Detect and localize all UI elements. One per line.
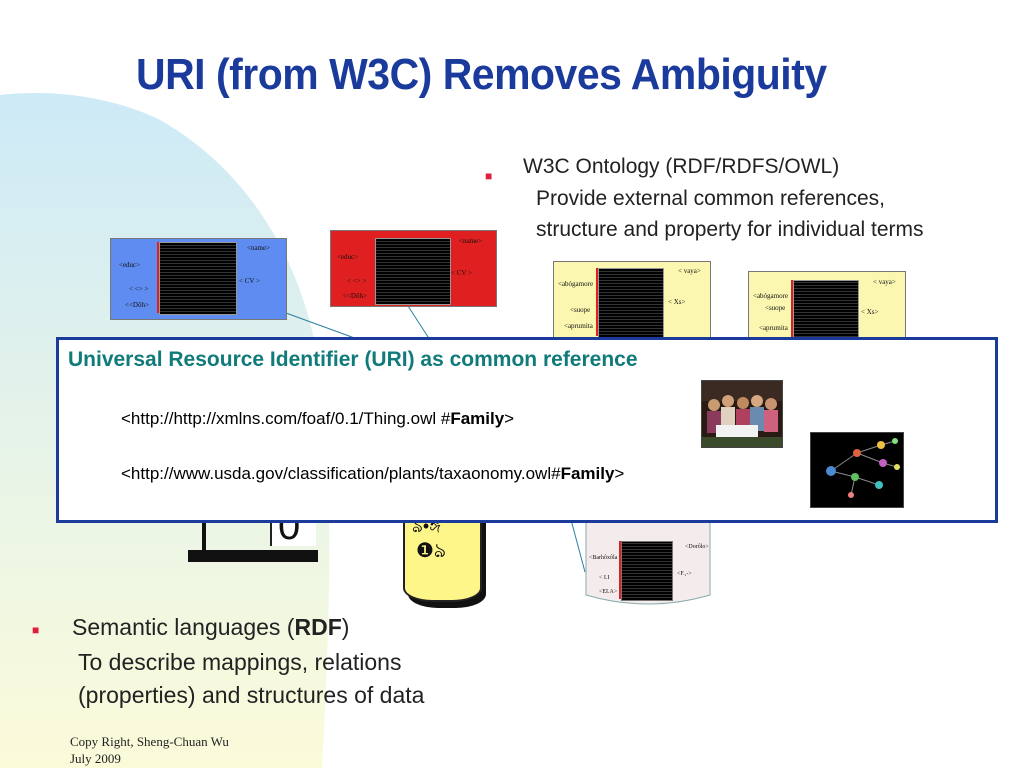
yellow-xml-document: < vaya> <abógamore < Xs> <suope <aprumit… bbox=[748, 271, 906, 341]
uri-text: > bbox=[614, 464, 625, 483]
bullet-marker: ■ bbox=[32, 623, 40, 637]
uri-foaf-family: <http://http://xmlns.com/foaf/0.1/Thing.… bbox=[121, 409, 514, 429]
doc-tag: <<Dôh> bbox=[343, 292, 367, 300]
bullet-text: Semantic languages ( bbox=[72, 614, 295, 640]
slide-title: URI (from W3C) Removes Ambiguity bbox=[136, 50, 827, 99]
copyright-line: Copy Right, Sheng-Chuan Wu bbox=[70, 734, 229, 749]
doc-tag: <educ> bbox=[337, 253, 359, 261]
doc-tag: <Dorôlo> bbox=[685, 544, 709, 550]
bullet-marker: ■ bbox=[485, 169, 493, 183]
doc-tag: <abógamore bbox=[753, 292, 789, 300]
yellow-xml-document: < vaya> <abógamore < Xs> <suope <aprumit… bbox=[553, 261, 711, 339]
rdf-term: RDF bbox=[294, 614, 342, 640]
ontology-bullet-line3: structure and property for individual te… bbox=[536, 218, 924, 241]
family-photo bbox=[701, 380, 783, 448]
semantic-bullet-line3: (properties) and structures of data bbox=[78, 682, 425, 708]
uri-term: Family bbox=[450, 409, 505, 428]
semantic-bullet-line1: Semantic languages (RDF) bbox=[72, 614, 349, 641]
doc-tag: <abógamore bbox=[558, 280, 594, 288]
ontology-bullet: ■ W3C Ontology (RDF/RDFS/OWL) Provide ex… bbox=[485, 152, 1005, 252]
uri-text: > bbox=[504, 409, 515, 428]
cylinder-text-line2: ❶ঌ bbox=[416, 540, 446, 562]
doc-tag: < Xs> bbox=[668, 298, 686, 306]
doc-tag: <<Dôh> bbox=[125, 301, 149, 309]
doc-tag: < vaya> bbox=[678, 267, 701, 275]
date-line: July 2009 bbox=[70, 751, 121, 766]
doc-tag: <suope bbox=[765, 304, 786, 312]
bullet-text: ) bbox=[341, 614, 350, 640]
doc-tag: <F.,-> bbox=[677, 571, 692, 577]
doc-tag: <suope bbox=[570, 306, 591, 314]
uri-text: <http://http://xmlns.com/foaf/0.1/Thing.… bbox=[121, 409, 451, 428]
doc-tag: <aprumita bbox=[564, 322, 593, 330]
semantic-bullet-line2: To describe mappings, relations bbox=[78, 649, 402, 675]
ontology-bullet-line2: Provide external common references, bbox=[536, 187, 885, 210]
doc-tag: <Barhôxôla bbox=[589, 555, 618, 561]
uri-callout-box: Universal Resource Identifier (URI) as c… bbox=[56, 337, 998, 523]
doc-tag: <aprumita bbox=[759, 324, 788, 332]
ontology-bullet-line1: W3C Ontology (RDF/RDFS/OWL) bbox=[523, 155, 840, 178]
uri-term: Family bbox=[560, 464, 615, 483]
doc-tag: <name> bbox=[247, 244, 271, 252]
uri-text: <http://www.usda.gov/classification/plan… bbox=[121, 464, 561, 483]
computer-icon: 0 bbox=[188, 506, 330, 564]
red-xml-document: <name> <educ> < CV > < <> > <<Dôh> bbox=[330, 230, 497, 307]
uri-usda-family: <http://www.usda.gov/classification/plan… bbox=[121, 464, 624, 484]
doc-tag: < Xs> bbox=[861, 308, 879, 316]
semantic-languages-bullet: ■ Semantic languages (RDF) To describe m… bbox=[32, 614, 532, 714]
doc-tag: <name> bbox=[459, 237, 483, 245]
doc-tag: <EI.A> bbox=[599, 589, 618, 595]
plant-taxonomy-graph-image bbox=[810, 432, 904, 508]
callout-heading: Universal Resource Identifier (URI) as c… bbox=[68, 348, 638, 371]
doc-tag: < vaya> bbox=[873, 278, 896, 286]
doc-tag: < <> > bbox=[347, 277, 367, 285]
doc-tag: < <> > bbox=[129, 285, 149, 293]
doc-tag: < CV > bbox=[451, 269, 472, 277]
copyright-footer: Copy Right, Sheng-Chuan Wu July 2009 bbox=[70, 733, 229, 767]
database-cylinder-icon: ঌ•ঙ্গ ❶ঌ bbox=[400, 512, 488, 612]
pink-database-cylinder: <Dorôlo> <Barhôxôla <F.,-> < I.I <EI.A> bbox=[585, 517, 711, 607]
doc-tag: < CV > bbox=[239, 277, 260, 285]
blue-xml-document: <name> <educ> < CV > < <> > <<Dôh> bbox=[110, 238, 287, 320]
doc-tag: <educ> bbox=[119, 261, 141, 269]
doc-tag: < I.I bbox=[599, 575, 610, 581]
